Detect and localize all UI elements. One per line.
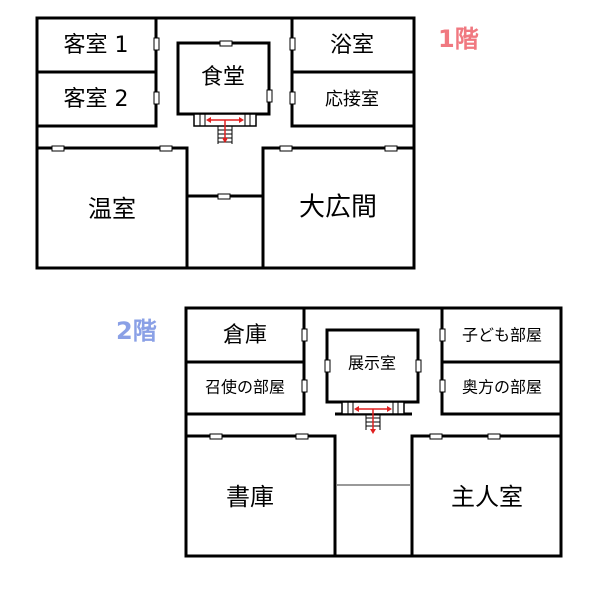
door[interactable] [384,145,398,152]
label-child: 子ども部屋 [462,326,542,345]
door[interactable] [324,359,331,373]
door[interactable] [439,379,446,393]
room-great-hall[interactable] [261,146,416,270]
room-wife[interactable] [440,360,563,416]
door[interactable] [219,40,233,47]
room-library[interactable] [184,434,337,558]
door[interactable] [487,433,501,440]
floor-2-label: 2階 [116,317,157,345]
label-library: 書庫 [226,483,274,511]
room-child[interactable] [440,306,563,364]
label-great-hall: 大広間 [299,193,377,223]
label-wife: 奥方の部屋 [462,378,542,397]
door[interactable] [51,145,65,152]
room-servant[interactable] [184,360,306,416]
door[interactable] [301,328,308,342]
door[interactable] [266,89,273,103]
label-exhibit: 展示室 [348,354,396,373]
label-master: 主人室 [451,483,523,511]
room-greenhouse[interactable] [35,146,189,270]
room-dining[interactable] [176,41,271,116]
door[interactable] [153,91,160,105]
door[interactable] [159,145,173,152]
floor-2: 倉庫 召使の部屋 展示室 子ども部屋 奥方の部屋 書庫 主人室 2階 [116,306,563,558]
floor-1-label: 1階 [438,25,479,53]
stair-arrow [354,406,392,434]
door[interactable] [209,433,223,440]
label-reception: 応接室 [325,89,379,110]
door[interactable] [429,433,443,440]
label-bath: 浴室 [330,33,374,58]
label-greenhouse: 温室 [88,195,136,223]
floor-1: 客室 1 客室 2 食堂 浴室 応接室 温室 大広間 1階 [35,16,479,270]
label-servant: 召使の部屋 [205,378,285,397]
door[interactable] [153,37,160,51]
door[interactable] [289,37,296,51]
staircase-floor-2[interactable] [341,401,405,434]
door[interactable] [289,91,296,105]
room-guest-2[interactable] [35,70,158,128]
label-guest-1: 客室 1 [64,33,129,58]
door[interactable] [217,193,231,200]
label-storage: 倉庫 [223,323,267,348]
door[interactable] [415,359,422,373]
door[interactable] [295,433,309,440]
door[interactable] [301,379,308,393]
door[interactable] [279,145,293,152]
label-guest-2: 客室 2 [64,87,129,112]
stair-arrow [206,117,244,143]
door[interactable] [439,328,446,342]
room-master[interactable] [410,434,563,558]
staircase-floor-1[interactable] [193,113,257,144]
label-dining: 食堂 [201,65,245,90]
